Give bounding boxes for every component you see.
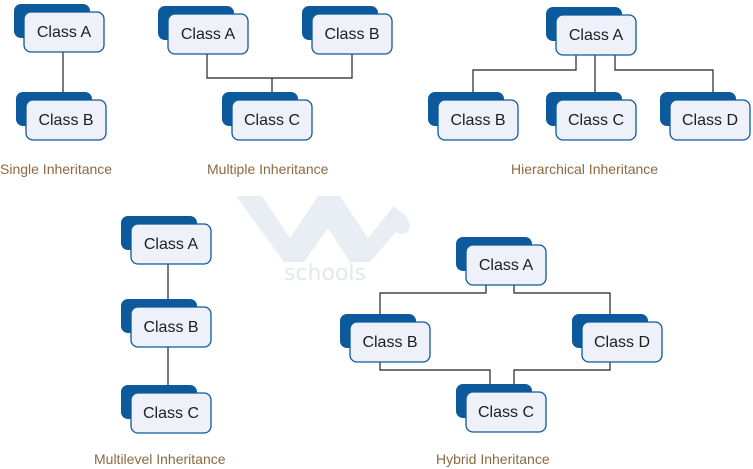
class-node-label: Class D: [682, 112, 738, 129]
caption-multiple-inheritance: Multiple Inheritance: [207, 161, 329, 177]
class-node-box: [465, 391, 547, 433]
diagram-hybrid: Class A Class B Class D Class C: [340, 237, 663, 433]
class-node-box: [231, 99, 313, 141]
class-node-label: Class B: [362, 334, 417, 351]
class-node-box: [130, 392, 212, 434]
class-node-box: [581, 321, 663, 363]
class-node-label: Class A: [569, 27, 624, 44]
class-node-label: Class A: [181, 26, 236, 43]
diagram-single: Class A Class B: [14, 4, 107, 141]
class-node-label: Class D: [594, 334, 650, 351]
class-node-hierarchical-b: Class B: [428, 92, 519, 141]
class-node-hybrid-d: Class D: [572, 314, 663, 363]
class-node-hierarchical-a: Class A: [546, 7, 637, 56]
class-node-label: Class B: [324, 26, 379, 43]
class-node-multiple-c: Class C: [222, 92, 313, 141]
w3schools-watermark: schools: [236, 196, 410, 286]
class-node-hierarchical-d: Class D: [660, 92, 751, 141]
caption-hierarchical-inheritance: Hierarchical Inheritance: [511, 161, 659, 177]
class-node-multiple-a: Class A: [158, 6, 249, 55]
class-node-hierarchical-c: Class C: [546, 92, 637, 141]
connector-hybrid-a-b: [379, 285, 487, 322]
watermark-logo-shape: [236, 196, 408, 262]
caption-hybrid-inheritance: Hybrid Inheritance: [436, 451, 550, 467]
class-node-single-b: Class B: [16, 92, 107, 141]
connector-hybrid-d-c: [513, 362, 611, 392]
connector-hierarchical-a-b: [472, 55, 577, 100]
class-node-box: [130, 223, 212, 265]
diagram-multiple: Class A Class B Class C: [158, 6, 393, 141]
class-node-hybrid-c: Class C: [456, 384, 547, 433]
class-node-label: Class C: [568, 112, 624, 129]
watermark-logo-dot: [394, 218, 410, 234]
class-node-multilevel-a: Class A: [121, 216, 212, 265]
diagram-hierarchical: Class A Class B Class C Class D: [428, 7, 751, 141]
caption-single-inheritance: Single Inheritance: [0, 161, 113, 177]
class-node-box: [167, 13, 249, 55]
class-node-single-a: Class A: [14, 4, 105, 53]
class-node-box: [130, 306, 212, 348]
class-node-label: Class C: [244, 112, 300, 129]
caption-multilevel-inheritance: Multilevel Inheritance: [94, 451, 226, 467]
connector-hierarchical-a-d: [614, 55, 714, 100]
class-node-box: [555, 99, 637, 141]
class-node-hybrid-a: Class A: [456, 237, 547, 286]
class-node-box: [437, 99, 519, 141]
connector-hybrid-b-c: [379, 362, 491, 392]
class-node-label: Class A: [479, 257, 534, 274]
class-node-label: Class A: [144, 236, 199, 253]
class-node-label: Class C: [143, 405, 199, 422]
class-node-label: Class C: [478, 404, 534, 421]
connectors: [62, 52, 714, 393]
class-node-box: [465, 244, 547, 286]
class-node-multilevel-c: Class C: [121, 385, 212, 434]
class-node-label: Class B: [143, 319, 198, 336]
class-node-hybrid-b: Class B: [340, 314, 431, 363]
class-node-label: Class B: [38, 112, 93, 129]
class-node-label: Class B: [450, 112, 505, 129]
class-node-box: [311, 13, 393, 55]
connector-hybrid-a-d: [513, 285, 611, 322]
diagram-multilevel: Class A Class B Class C: [121, 216, 212, 434]
class-node-label: Class A: [37, 24, 92, 41]
class-node-box: [349, 321, 431, 363]
class-node-multilevel-b: Class B: [121, 299, 212, 348]
class-node-box: [25, 99, 107, 141]
watermark-text: schools: [284, 261, 366, 286]
class-node-box: [23, 11, 105, 53]
class-node-multiple-b: Class B: [302, 6, 393, 55]
class-node-box: [669, 99, 751, 141]
connector-multiple-a-join: [206, 54, 353, 79]
class-node-box: [555, 14, 637, 56]
